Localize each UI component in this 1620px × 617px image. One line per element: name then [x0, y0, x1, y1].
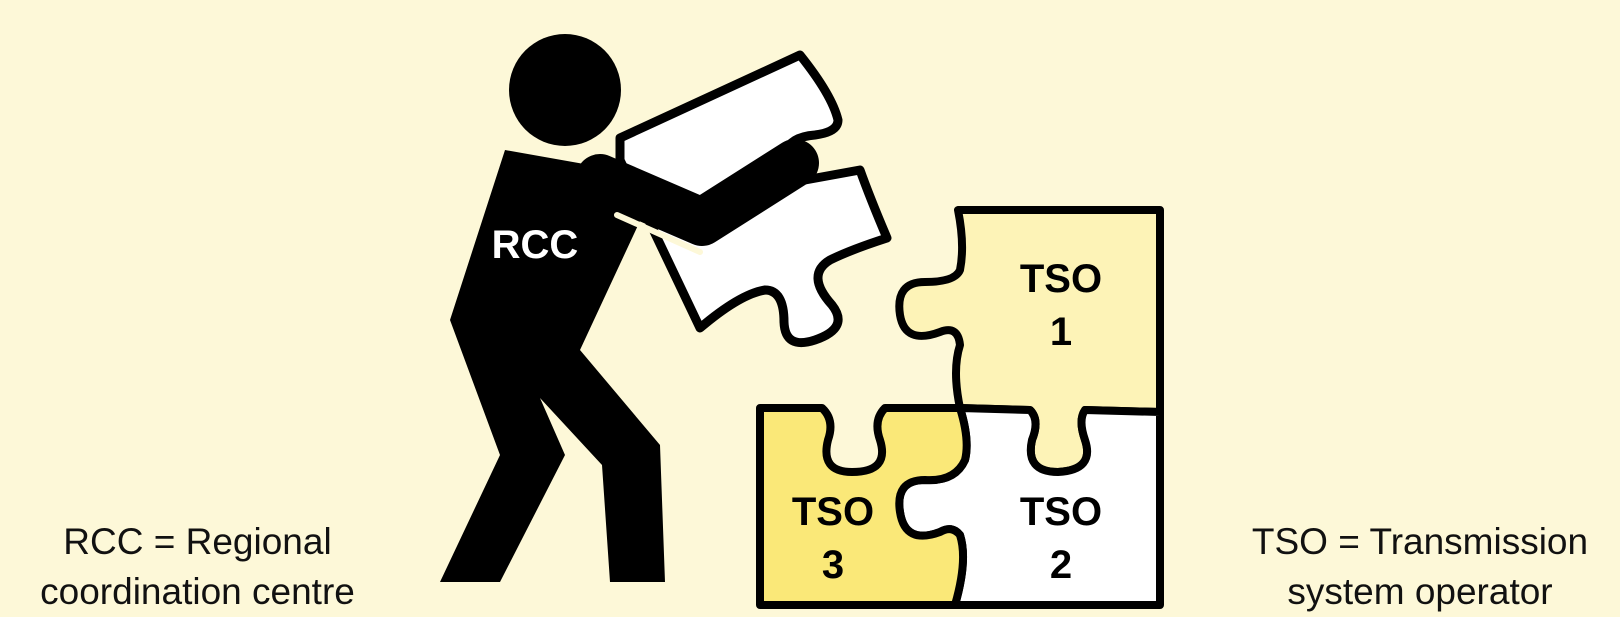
tso-3-label-line2: 3 [822, 543, 844, 587]
tso-legend: TSO = Transmission system operator [1220, 517, 1620, 617]
tso-legend-line2: system operator [1287, 571, 1553, 612]
person-arm-gap [614, 212, 703, 255]
rcc-legend-line1: RCC = Regional [63, 521, 332, 562]
rcc-legend: RCC = Regional coordination centre [0, 517, 395, 617]
tso-1-label-line2: 1 [1050, 310, 1072, 354]
person-arm [576, 139, 819, 246]
rcc-label: RCC [492, 223, 579, 267]
tso-2-label-line1: TSO [1020, 490, 1102, 534]
rcc-legend-line2: coordination centre [40, 571, 355, 612]
person-figure [440, 34, 819, 582]
tso-3-label-line1: TSO [792, 490, 874, 534]
puzzle-piece-tso-3 [756, 404, 971, 609]
tso-1-label-line1: TSO [1020, 257, 1102, 301]
person-head [509, 34, 621, 146]
tso-2-label-line2: 2 [1050, 543, 1072, 587]
tso-legend-line1: TSO = Transmission [1251, 521, 1589, 562]
person-body [440, 150, 665, 582]
